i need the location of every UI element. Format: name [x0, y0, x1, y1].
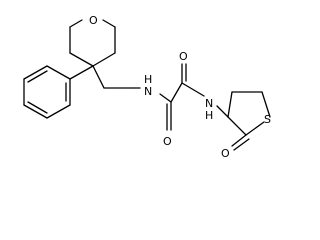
bond	[227, 91, 233, 118]
bond	[69, 52, 94, 67]
atom-amine-n1: N	[144, 85, 152, 98]
bond	[159, 93, 172, 103]
molecule-structure: O N N O O S O H H	[23, 14, 271, 160]
bond	[69, 65, 94, 80]
bond	[216, 105, 229, 118]
atom-amide-o1: O	[163, 135, 172, 148]
bond	[261, 91, 271, 118]
atom-h-label: H	[205, 109, 213, 122]
bond	[233, 138, 250, 151]
atom-amide-o2: O	[179, 50, 188, 63]
phenyl-ring	[23, 65, 94, 119]
atom-pyran-o: O	[89, 14, 98, 27]
bond	[46, 104, 71, 119]
bond	[92, 52, 116, 67]
bond	[102, 19, 116, 28]
molecule-canvas: O N N O O S O H H	[23, 14, 271, 160]
bond	[181, 82, 205, 97]
bond	[27, 70, 48, 83]
bond	[245, 121, 265, 136]
thiolactone-ring	[227, 91, 271, 151]
bond	[46, 65, 71, 80]
atom-lactone-o: O	[221, 147, 230, 160]
bond	[69, 19, 83, 28]
bond	[231, 134, 247, 147]
bond	[92, 65, 105, 89]
bond	[23, 65, 48, 80]
atom-ring-s: S	[264, 113, 271, 126]
bond	[23, 104, 48, 119]
oxalamide-linker	[92, 63, 229, 131]
atom-h-label: H	[144, 73, 152, 86]
bond	[170, 82, 183, 103]
atom-amine-n2: N	[205, 97, 213, 110]
tetrahydropyran-ring	[69, 19, 116, 67]
bond	[27, 101, 48, 114]
bond	[227, 116, 247, 136]
